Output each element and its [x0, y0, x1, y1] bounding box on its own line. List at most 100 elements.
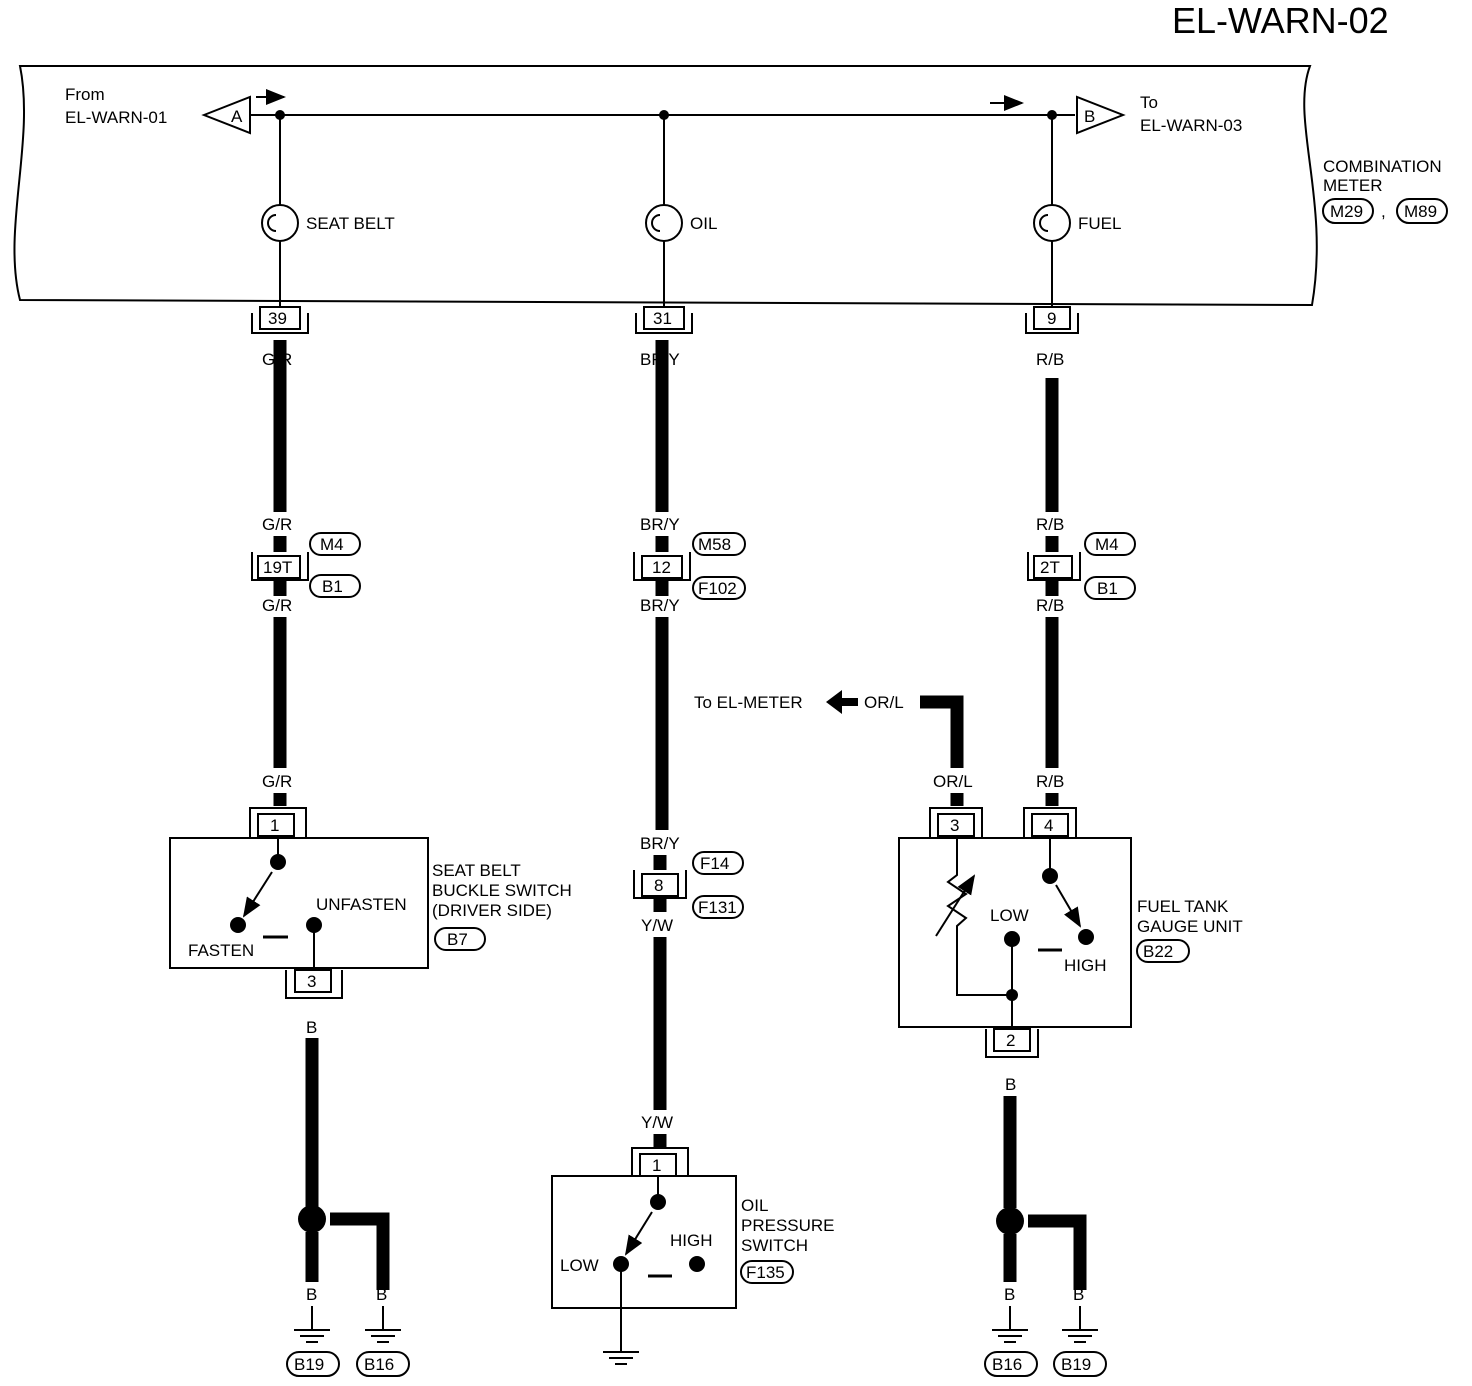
wire-label: G/R — [262, 596, 292, 615]
connector-pill — [309, 532, 361, 556]
ground-splice — [298, 1205, 326, 1233]
oil-pressure-switch-box — [551, 1175, 737, 1309]
pin-fuel-mid: 2T — [1040, 558, 1060, 577]
from-connector-tag — [201, 95, 251, 135]
wire-label: R/B — [1036, 596, 1064, 615]
wire-label: B — [1073, 1285, 1084, 1304]
wire-label: BR/Y — [640, 834, 680, 853]
pin-oil-sw: 1 — [652, 1156, 661, 1175]
connector-f131: F131 — [698, 898, 737, 917]
to-label-line1: To — [1140, 93, 1158, 112]
connector-b16: B16 — [992, 1355, 1022, 1374]
wire-label: BR/Y — [640, 596, 680, 615]
pin-box — [257, 555, 301, 579]
fuel-high-label: HIGH — [1064, 956, 1107, 975]
pin-box — [643, 306, 685, 330]
connector-f14: F14 — [700, 854, 729, 873]
oil-switch-label-3: SWITCH — [741, 1236, 808, 1255]
connector-bracket — [635, 313, 693, 334]
wire-label: R/B — [1036, 772, 1064, 791]
wire-label: Y/W — [641, 1113, 673, 1132]
pin-seat-sw-in: 1 — [270, 816, 279, 835]
wire-label: B — [1004, 1285, 1015, 1304]
wire-label: B — [1005, 1075, 1016, 1094]
switch-terminal — [689, 1256, 705, 1272]
connector-bracket — [1025, 313, 1079, 334]
wire-label: G/R — [262, 772, 292, 791]
connector-pill — [1084, 532, 1136, 556]
connector-bracket — [1023, 807, 1077, 838]
connector-pill — [692, 895, 744, 919]
connector-b22: B22 — [1143, 942, 1173, 961]
pin-meter-oil: 31 — [653, 309, 672, 328]
pin-fuel-in-rb: 4 — [1044, 816, 1053, 835]
pin-box — [1033, 555, 1073, 579]
connector-pill — [286, 1351, 340, 1377]
meter-connector-pill — [1396, 198, 1448, 224]
oil-lamp-icon — [645, 204, 683, 242]
connector-m4: M4 — [1095, 535, 1119, 554]
connector-pill — [1084, 576, 1136, 600]
wire-b — [1028, 1214, 1087, 1290]
pin-seat-sw-out: 3 — [307, 972, 316, 991]
ground-icon — [294, 1329, 330, 1343]
oil-low-label: LOW — [560, 1256, 599, 1275]
seat-belt-lamp-icon — [261, 204, 299, 242]
fasten-label: FASTEN — [188, 941, 254, 960]
wire-label: R/B — [1036, 350, 1064, 369]
ground-icon — [992, 1329, 1028, 1343]
fuel-lamp-label: FUEL — [1078, 214, 1121, 233]
pin-meter-seat: 39 — [268, 309, 287, 328]
meter-label-line2: METER — [1323, 176, 1383, 195]
ground-splice — [996, 1207, 1024, 1235]
switch-lever — [624, 1211, 653, 1256]
from-label-line1: From — [65, 85, 105, 104]
wire-label: Y/W — [641, 916, 673, 935]
connector-bracket — [251, 313, 309, 334]
to-label-line2: EL-WARN-03 — [1140, 116, 1242, 135]
pin-box — [257, 813, 295, 837]
lamp-filament — [1039, 214, 1049, 232]
from-label-line2: EL-WARN-01 — [65, 108, 167, 127]
meter-label-line1: COMBINATION — [1323, 157, 1442, 176]
oil-switch-label-1: OIL — [741, 1196, 768, 1215]
meter-connector-1: M29 — [1330, 202, 1363, 221]
fuel-unit-label-2: GAUGE UNIT — [1137, 917, 1243, 936]
to-connector-tag — [1076, 95, 1126, 135]
connector-b19: B19 — [294, 1355, 324, 1374]
switch-lever — [1055, 884, 1082, 928]
oil-high-label: HIGH — [670, 1231, 713, 1250]
diagram-title: EL-WARN-02 — [1172, 0, 1389, 41]
seat-switch-label-1: SEAT BELT — [432, 861, 521, 880]
connector-pill — [434, 927, 486, 951]
pin-oil-mid2: 8 — [654, 876, 663, 895]
connector-f135: F135 — [746, 1263, 785, 1282]
to-meter-arrow-icon — [826, 690, 858, 714]
fuel-low-label: LOW — [990, 906, 1029, 925]
wire-label: G/R — [262, 515, 292, 534]
connector-f102: F102 — [698, 579, 737, 598]
connector-b16: B16 — [364, 1355, 394, 1374]
pin-box — [1033, 306, 1071, 330]
pin-box — [641, 555, 683, 579]
resistor-wiper-arrow — [935, 874, 976, 937]
wire-label: R/B — [1036, 515, 1064, 534]
connector-b1: B1 — [322, 577, 343, 596]
oil-switch-label-2: PRESSURE — [741, 1216, 835, 1235]
pin-fuel-in-or: 3 — [950, 816, 959, 835]
switch-terminal — [1042, 868, 1058, 884]
pin-fuel-out: 2 — [1006, 1031, 1015, 1050]
wire-label: B — [306, 1285, 317, 1304]
pin-box — [937, 813, 975, 837]
to-tag-letter: B — [1084, 107, 1095, 126]
wire-or-l — [920, 695, 964, 768]
seat-switch-label-2: BUCKLE SWITCH — [432, 881, 572, 900]
pin-oil-mid: 12 — [652, 558, 671, 577]
wire-b — [330, 1212, 390, 1290]
wire-label: BR/Y — [640, 515, 680, 534]
pin-box — [1031, 813, 1069, 837]
variable-resistor — [946, 838, 1012, 996]
connector-pill — [740, 1260, 794, 1284]
connector-pill — [1136, 939, 1190, 963]
wire-label: B — [376, 1285, 387, 1304]
